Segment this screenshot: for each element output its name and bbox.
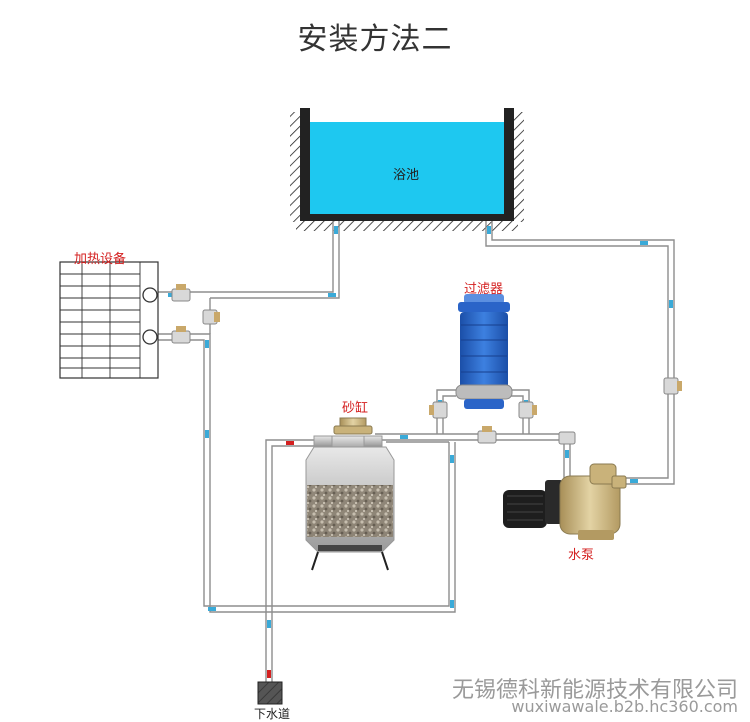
flow-arrow	[630, 479, 638, 483]
flow-arrow-red	[267, 670, 271, 678]
flow-arrow-red	[286, 441, 294, 445]
pool-water	[310, 122, 504, 217]
heater-label: 加热设备	[74, 252, 127, 267]
flow-arrow	[669, 300, 673, 308]
pipe-filter-in	[436, 389, 456, 434]
cartridge-filter	[455, 294, 513, 409]
diagram-title: 安装方法二	[297, 22, 453, 57]
water-pump	[503, 463, 627, 540]
valve	[171, 326, 191, 344]
valve	[558, 431, 576, 445]
left-wall-hatching	[290, 112, 300, 222]
pipe-to-drain	[265, 439, 331, 682]
flow-arrow	[205, 430, 209, 438]
flow-arrow	[328, 293, 336, 297]
flow-arrows	[142, 226, 673, 628]
valve	[429, 401, 448, 419]
pipe-network	[155, 221, 675, 682]
valve	[202, 309, 220, 325]
flow-arrow	[450, 600, 454, 608]
pool-label: 浴池	[393, 168, 420, 183]
sand-tank-label: 砂缸	[342, 401, 369, 416]
valves	[171, 284, 682, 445]
flow-arrow	[640, 241, 648, 245]
pool	[290, 108, 524, 231]
sand-tank	[305, 417, 395, 571]
valve	[518, 401, 537, 419]
valve	[477, 426, 497, 444]
pool-left-wall	[300, 108, 310, 221]
flow-arrow	[565, 450, 569, 458]
heater-inlet	[142, 287, 158, 303]
website: wuxiwawale.b2b.hc360.com	[511, 697, 738, 716]
flow-arrow	[450, 455, 454, 463]
right-wall-hatching	[514, 112, 524, 222]
floor-hatching	[296, 221, 518, 231]
flow-arrow	[208, 607, 216, 611]
drain-box	[257, 681, 283, 705]
heater-outlet	[142, 329, 158, 345]
pump-label: 水泵	[568, 548, 595, 563]
flow-arrow	[334, 226, 338, 234]
filter-label: 过滤器	[464, 282, 504, 297]
pipe-pool-to-heater	[155, 221, 334, 293]
flow-arrow	[205, 340, 209, 348]
heater-unit	[59, 261, 159, 379]
drain-label: 下水道	[254, 707, 291, 721]
company-name: 无锡德科新能源技术有限公司	[451, 678, 738, 703]
pool-floor	[300, 214, 514, 221]
pool-right-wall	[504, 108, 514, 221]
pipe-pump-to-pool	[485, 221, 669, 479]
pipe-heater-return	[155, 333, 456, 613]
flow-arrow	[400, 435, 408, 439]
flow-arrow	[267, 620, 271, 628]
valve	[663, 377, 682, 395]
valve	[171, 284, 191, 302]
flow-arrow	[487, 226, 491, 234]
